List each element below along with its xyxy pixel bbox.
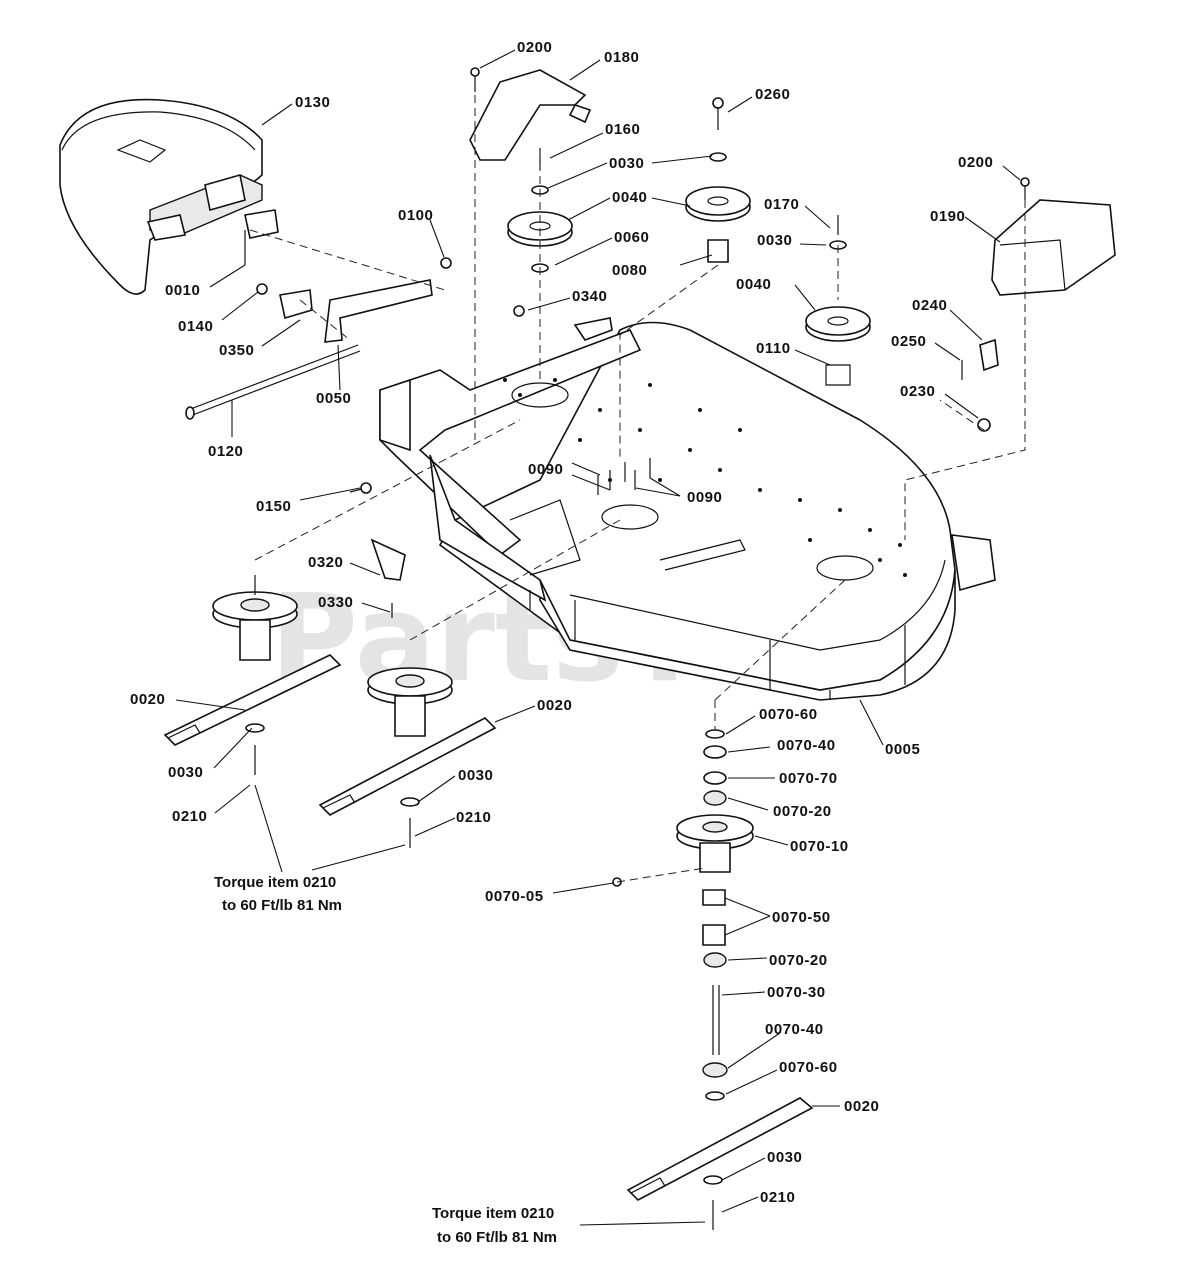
blade-bottom — [626, 1097, 814, 1201]
spindle-left — [212, 575, 298, 661]
label-0170: 0170 — [764, 196, 799, 213]
torque-note-bottom-line1: Torque item 0210 — [432, 1205, 554, 1222]
label-0350: 0350 — [219, 342, 254, 359]
label-0020-left: 0020 — [130, 691, 165, 708]
label-0230: 0230 — [900, 383, 935, 400]
label-0070-40-top: 0070-40 — [777, 737, 836, 754]
torque-note-left-line2: to 60 Ft/lb 81 Nm — [222, 897, 342, 914]
label-0010: 0010 — [165, 282, 200, 299]
torque-note-left-line1: Torque item 0210 — [214, 874, 336, 891]
label-0040-right: 0040 — [736, 276, 771, 293]
label-0130: 0130 — [295, 94, 330, 111]
label-0070-10: 0070-10 — [790, 838, 849, 855]
label-0070-70: 0070-70 — [779, 770, 838, 787]
label-0340: 0340 — [572, 288, 607, 305]
label-0190: 0190 — [930, 208, 965, 225]
label-0030: 0030 — [609, 155, 644, 172]
label-0210-middle: 0210 — [456, 809, 491, 826]
label-0030-right: 0030 — [757, 232, 792, 249]
label-0070-20-bottom: 0070-20 — [769, 952, 828, 969]
bolts-0090 — [597, 458, 651, 495]
label-0060: 0060 — [614, 229, 649, 246]
belt-cover-right — [991, 177, 1116, 296]
label-0180: 0180 — [604, 49, 639, 66]
label-0210-left: 0210 — [172, 808, 207, 825]
torque-note-bottom-line2: to 60 Ft/lb 81 Nm — [437, 1229, 557, 1246]
label-0030-bottom: 0030 — [767, 1149, 802, 1166]
spindle-middle — [367, 667, 453, 737]
label-0200: 0200 — [517, 39, 552, 56]
label-0050: 0050 — [316, 390, 351, 407]
label-0070-20-top: 0070-20 — [773, 803, 832, 820]
mower-deck-housing — [379, 317, 996, 701]
label-0090-right: 0090 — [687, 489, 722, 506]
label-0100: 0100 — [398, 207, 433, 224]
label-0120: 0120 — [208, 443, 243, 460]
label-0200-right: 0200 — [958, 154, 993, 171]
label-0070-05: 0070-05 — [485, 888, 544, 905]
label-0005: 0005 — [885, 741, 920, 758]
tension-parts — [513, 305, 999, 432]
blade-left — [163, 654, 342, 746]
label-0070-60-top: 0070-60 — [759, 706, 818, 723]
label-0070-30: 0070-30 — [767, 984, 826, 1001]
label-0040: 0040 — [612, 189, 647, 206]
label-0320: 0320 — [308, 554, 343, 571]
label-0070-50: 0070-50 — [772, 909, 831, 926]
label-0210-bottom: 0210 — [760, 1189, 795, 1206]
label-0030-middle: 0030 — [458, 767, 493, 784]
label-0020-bottom: 0020 — [844, 1098, 879, 1115]
torque-note-bottom: Torque item 0210 to 60 Ft/lb 81 Nm — [432, 1205, 557, 1246]
blade-fasteners — [245, 723, 723, 1230]
label-0160: 0160 — [605, 121, 640, 138]
torque-note-left: Torque item 0210 to 60 Ft/lb 81 Nm — [214, 874, 342, 914]
label-0250: 0250 — [891, 333, 926, 350]
label-0330: 0330 — [318, 594, 353, 611]
assembly-lines — [249, 95, 1026, 883]
label-0080: 0080 — [612, 262, 647, 279]
label-0020-middle: 0020 — [537, 697, 572, 714]
leader-lines — [175, 49, 1021, 1226]
chute-hinge-parts — [185, 230, 452, 494]
label-0140: 0140 — [178, 318, 213, 335]
spindle-exploded-stack — [612, 729, 754, 1101]
label-0090-left: 0090 — [528, 461, 563, 478]
label-0030-left: 0030 — [168, 764, 203, 781]
blade-middle — [318, 717, 497, 816]
label-0070-60-bottom: 0070-60 — [779, 1059, 838, 1076]
part-labels: 0200 0180 0130 0260 0160 0030 0040 0060 … — [130, 39, 993, 1206]
label-0110: 0110 — [756, 340, 791, 357]
label-0150: 0150 — [256, 498, 291, 515]
label-0240: 0240 — [912, 297, 947, 314]
belt-cover-left — [469, 67, 592, 161]
label-0070-40-bottom: 0070-40 — [765, 1021, 824, 1038]
label-0260: 0260 — [755, 86, 790, 103]
bracket-0320 — [370, 538, 406, 618]
pulley-right-upper — [685, 97, 751, 263]
deck-holes — [503, 378, 907, 577]
discharge-chute — [59, 98, 279, 295]
